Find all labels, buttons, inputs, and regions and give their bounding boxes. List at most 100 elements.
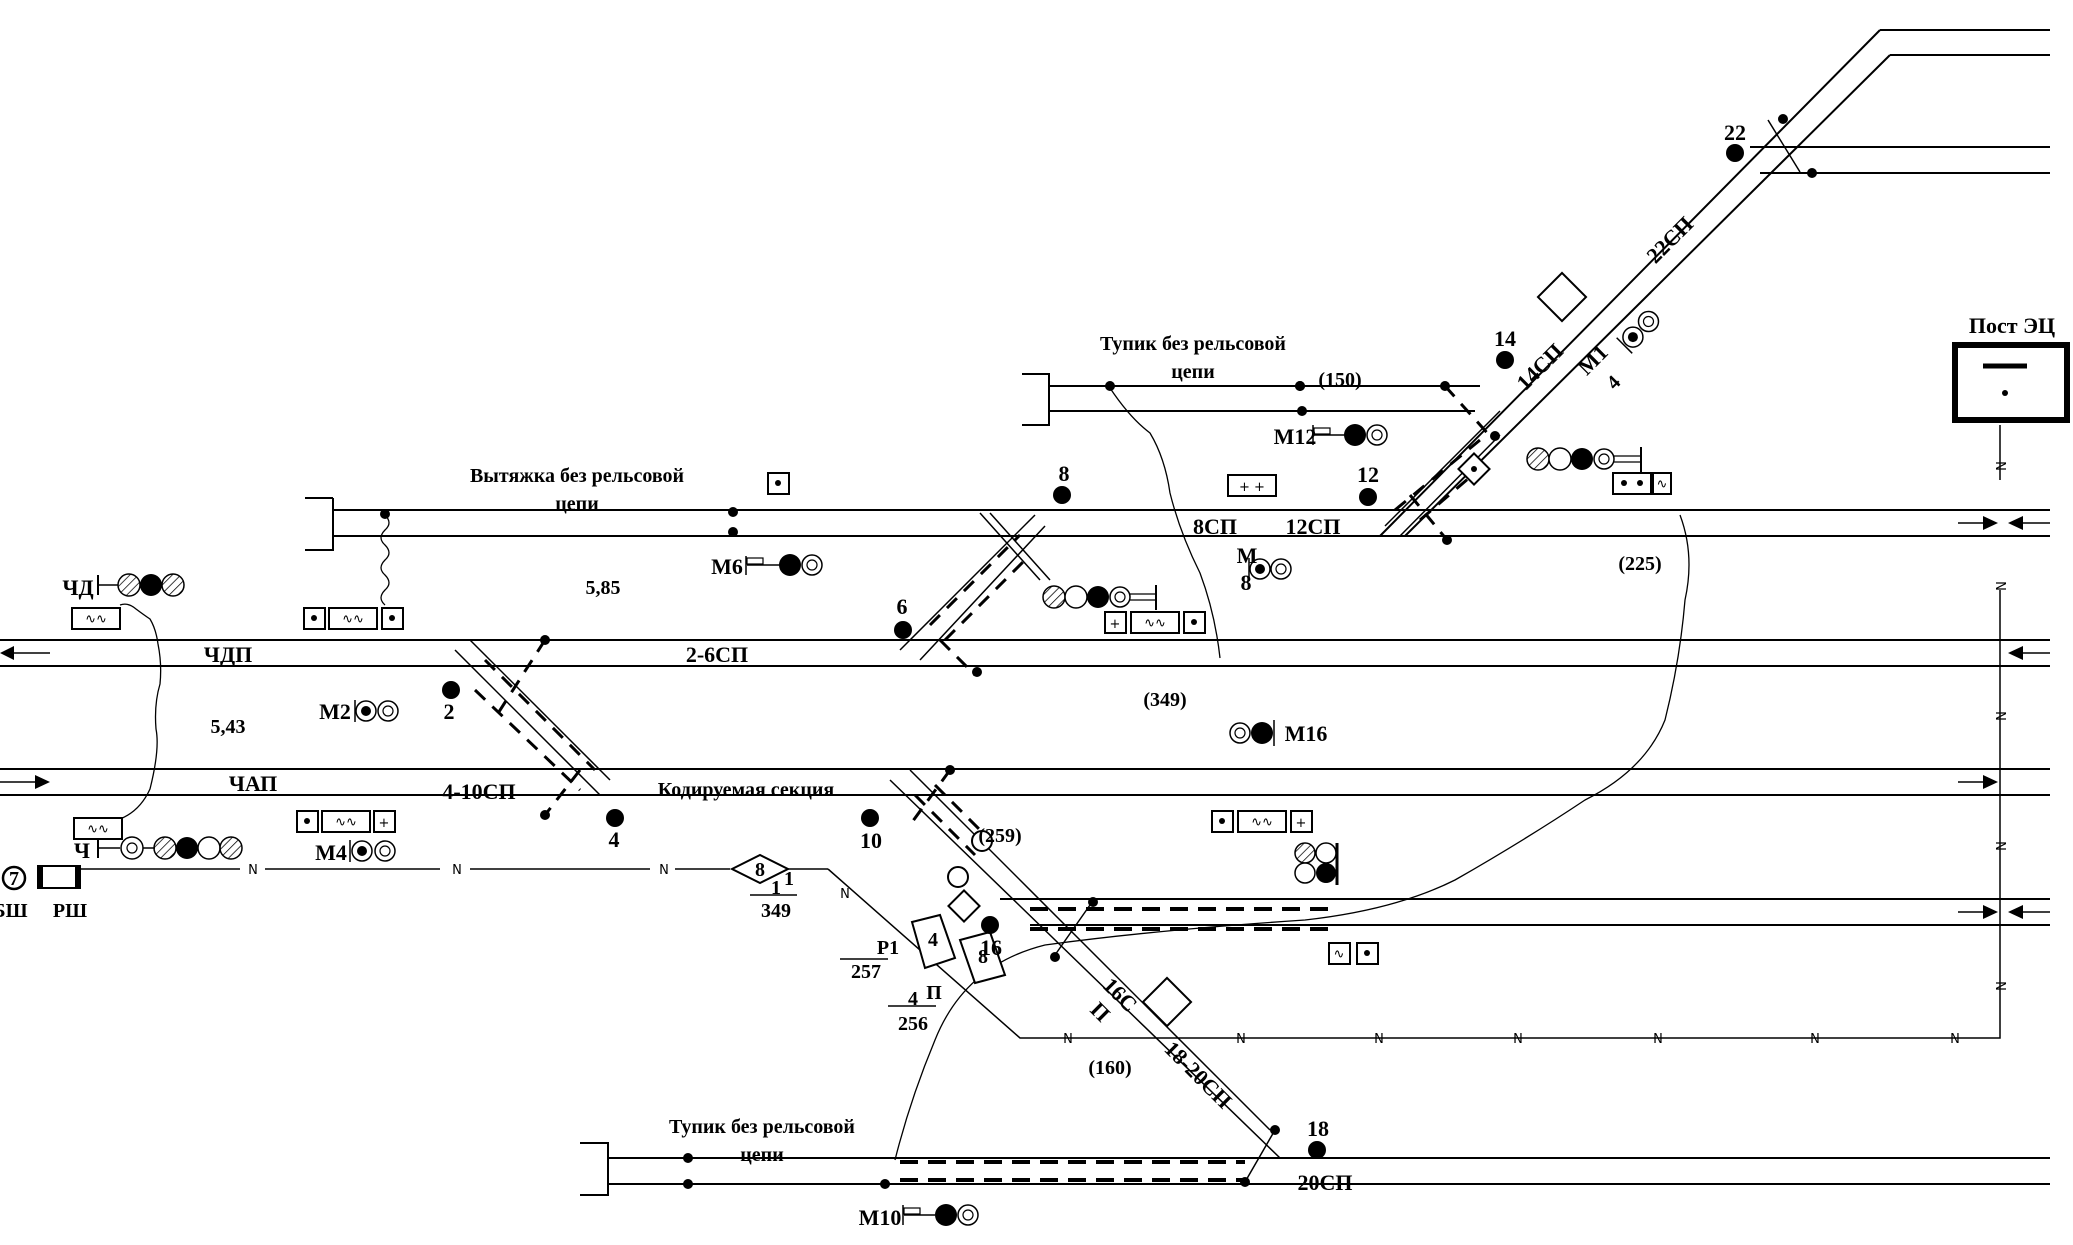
track-circuit-equipment[interactable]: ∿∿ ∿∿ ∿∿ ∿∿ + + ∿∿ + + ∿ [71, 271, 1672, 1028]
relay-box-plus[interactable] [373, 810, 396, 833]
lamp-yellow-hatched [153, 836, 177, 860]
signal-ch[interactable] [97, 836, 243, 860]
note-tupik-top-line1: Тупик без рельсовой [1100, 333, 1286, 355]
switch-18-rod [1244, 1129, 1276, 1183]
diagonal-22-left-rail [1379, 29, 1881, 537]
distance-543: 5,43 [211, 716, 246, 738]
switch-4-marker[interactable] [606, 809, 624, 827]
buffer-stop-vytyazhka [305, 497, 334, 551]
signal-chd[interactable] [97, 573, 185, 597]
signal-m10[interactable] [902, 1204, 979, 1226]
switch-14-marker[interactable] [1496, 351, 1514, 369]
switch-16-marker[interactable] [981, 916, 999, 934]
relay-box-m16[interactable] [1237, 810, 1287, 833]
switch-number-8: 8 [1059, 461, 1070, 486]
relay-box-10-diamond[interactable] [947, 889, 981, 923]
cable-mark: N [452, 863, 462, 878]
arrow-in-right-t4-icon [1983, 905, 1998, 919]
joint-dot [1088, 897, 1098, 907]
lamp-red-filled [176, 837, 198, 859]
section-chap: ЧАП [229, 771, 278, 796]
switch-number-18: 18 [1307, 1116, 1329, 1141]
relay-box-chd[interactable] [71, 607, 121, 630]
signal-m16[interactable] [1229, 720, 1275, 746]
bsh-circle[interactable] [1, 865, 27, 891]
post-ec[interactable] [1952, 342, 2070, 423]
relay-box-14-diamond[interactable] [1536, 271, 1588, 323]
switch-22-marker[interactable] [1726, 144, 1744, 162]
switch-10-marker[interactable] [861, 809, 879, 827]
switch-8-marker[interactable] [1053, 486, 1071, 504]
crossover-12-14-rail-b [1399, 434, 1501, 537]
relay-box-plus[interactable] [1290, 810, 1313, 833]
relay-box-8-12[interactable] [1227, 474, 1277, 497]
signal-m2[interactable] [354, 700, 399, 722]
signal-h4[interactable] [1294, 842, 1339, 885]
signal-label-m10: М10 [859, 1205, 902, 1230]
post-ec-box[interactable] [1952, 342, 2070, 423]
note-tupik-bottom-line1: Тупик без рельсовой [669, 1116, 855, 1138]
wave-icon: ∿ [1334, 947, 1345, 962]
cable-box-p-frac-top: 4 [908, 988, 918, 1010]
lamp-core [1255, 564, 1265, 574]
relay-box-h3[interactable] [1612, 472, 1652, 495]
crossover-12-14-rail-a [1384, 410, 1501, 527]
signal-head-mount [903, 1207, 921, 1215]
switch-number-6: 6 [897, 594, 908, 619]
relay-box-m2[interactable] [328, 607, 378, 630]
rsh-cabinet[interactable] [37, 865, 81, 889]
length-150: (150) [1318, 369, 1361, 391]
lamp-core [382, 705, 394, 717]
signal-head-mount [1313, 427, 1331, 435]
cable-box-p1-frac: 257 [851, 961, 881, 983]
bsh-label: БШ [0, 900, 28, 922]
signal-m6[interactable] [745, 554, 823, 576]
signal-h1[interactable] [1042, 585, 1157, 610]
relay-box-plus[interactable] [1104, 611, 1127, 634]
dot-icon [311, 615, 317, 621]
lamp-inner [126, 842, 138, 854]
cable-route-chd-ch [119, 603, 162, 820]
lamp-green [1548, 447, 1572, 471]
switch-markers[interactable] [380, 114, 1817, 1189]
signal-m8[interactable] [1248, 558, 1292, 580]
section-8sp: 8СП [1193, 514, 1237, 539]
post-ec-label: Пост ЭЦ [1969, 313, 2055, 338]
signals[interactable] [97, 307, 1664, 1226]
plus-icon: + + [1239, 480, 1265, 495]
joint-dot [728, 507, 738, 517]
signal-m4[interactable] [349, 840, 396, 862]
relay-box-wave[interactable] [1652, 472, 1672, 495]
cable-mark: N [1992, 981, 2007, 991]
relay-box-18-diamond[interactable] [1141, 976, 1193, 1028]
cable-route-main [894, 514, 1690, 1161]
switch-22-rod [1767, 119, 1801, 173]
buffer-stop-tupik-bottom [580, 1142, 609, 1196]
cable-box-p1 [910, 913, 957, 970]
section-22sp: 22СП [1641, 211, 1698, 268]
crossover-2-4-dash-a [483, 658, 597, 772]
signal-m12[interactable] [1312, 424, 1388, 446]
switch-6-marker[interactable] [894, 621, 912, 639]
signal-m1[interactable] [1616, 307, 1664, 354]
joint-dot [380, 509, 390, 519]
cabinets[interactable]: 7 [1, 865, 81, 891]
cable-box-p-frac-bottom: 256 [898, 1013, 928, 1035]
lamp-yellow-hatched [1526, 447, 1550, 471]
switch-number-10: 10 [860, 828, 882, 853]
crossover-2-4-rail-a [454, 649, 601, 796]
lamp-core [1642, 315, 1655, 328]
relay-box-m4[interactable] [321, 810, 371, 833]
joint-dot [683, 1153, 693, 1163]
insulated-joint-259-b [947, 866, 969, 888]
signal-h3[interactable] [1526, 447, 1642, 472]
joint-dot [1295, 381, 1305, 391]
joint-dot [1440, 381, 1450, 391]
relay-box-wave[interactable] [1328, 942, 1351, 965]
switch-12-marker[interactable] [1359, 488, 1377, 506]
switch-18-marker[interactable] [1308, 1141, 1326, 1159]
note-vytyazhka-line2: цепи [555, 493, 598, 515]
switch-2-marker[interactable] [442, 681, 460, 699]
relay-box-h1[interactable] [1130, 611, 1180, 634]
